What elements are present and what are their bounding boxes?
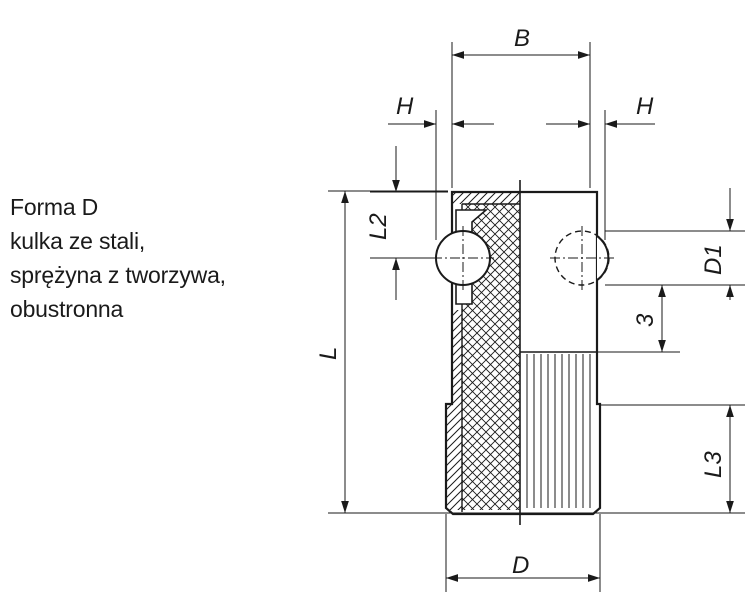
dim-label-3: 3 — [632, 313, 659, 327]
knurl-lines — [526, 354, 591, 508]
dim-label-l3: L3 — [700, 451, 727, 478]
caption-spring-material: sprężyna z tworzywa, — [10, 262, 226, 288]
form-caption: Forma D kulka ze stali, sprężyna z tworz… — [10, 190, 300, 326]
caption-sided: obustronna — [10, 296, 124, 322]
dim-label-d: D — [512, 552, 529, 579]
dim-label-b: B — [514, 25, 530, 52]
sleeve-wall-left-hatch — [446, 404, 462, 510]
center-lines — [432, 226, 614, 290]
dimension-lines — [341, 51, 734, 582]
dim-label-d1: D1 — [700, 244, 727, 275]
caption-title: Forma D — [10, 194, 99, 220]
part-outline — [444, 190, 602, 516]
extension-lines — [328, 42, 745, 592]
dim-label-h-left: H — [396, 93, 414, 120]
dim-label-l: L — [315, 347, 342, 360]
sleeve-wall-top-hatch — [452, 192, 520, 204]
caption-ball-material: kulka ze stali, — [10, 228, 146, 254]
sleeve-wall-upper-left-hatch — [452, 310, 462, 404]
dim-label-h-right: H — [636, 93, 654, 120]
knurled-nut-body — [435, 180, 610, 525]
dim-label-l2: L2 — [365, 213, 392, 240]
